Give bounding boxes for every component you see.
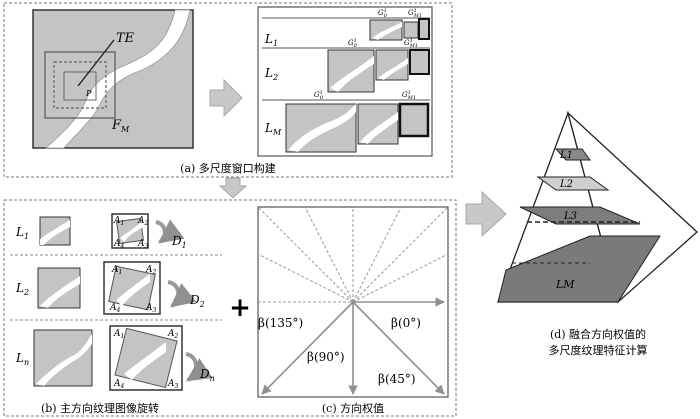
direction-arrow-45 [352, 301, 445, 395]
level-l2 [536, 176, 610, 191]
svg-text:A1: A1 [111, 265, 122, 276]
rotation-row-2: L2 A1 A2 A3 A4 D2 [15, 261, 205, 315]
svg-text:LM: LM [264, 121, 282, 137]
svg-text:A1: A1 [113, 329, 124, 340]
level-lm [497, 235, 661, 303]
window-medium [53, 61, 107, 109]
svg-text:A4: A4 [109, 303, 121, 314]
te-label: TE [116, 31, 135, 46]
direction-arrow-135 [261, 301, 354, 395]
svg-text:Dn: Dn [199, 367, 215, 383]
svg-text:D2: D2 [189, 293, 205, 309]
fm-label: F [111, 118, 122, 133]
panel-c: β(135°) β(0°) β(90°) β(45°) (c) 方向权值 [257, 206, 449, 415]
panel-b: L1 A1 A2 A3 A4 D1 L2 A1 [10, 213, 222, 415]
weight-45: β(45°) [378, 372, 416, 386]
svg-text:FM: FM [111, 118, 130, 134]
map-image: TE P FM [32, 9, 194, 149]
svg-text:A2: A2 [137, 216, 149, 227]
svg-text:L2: L2 [264, 66, 278, 82]
svg-text:L1: L1 [15, 225, 29, 241]
svg-text:A2: A2 [145, 265, 157, 276]
caption-a: (a) 多尺度窗口构建 [180, 161, 276, 175]
rotation-row-n: Ln A1 A2 A3 A4 Dn [15, 325, 215, 391]
weight-0: β(0°) [391, 316, 421, 330]
svg-text:A3: A3 [167, 379, 179, 390]
svg-text:A1: A1 [113, 216, 124, 227]
level-l3 [519, 206, 641, 225]
svg-text:D1: D1 [171, 234, 187, 250]
svg-text:L2: L2 [15, 281, 29, 297]
arrow-a-down [218, 177, 248, 199]
p-label: P [85, 89, 92, 98]
caption-d-line2: 多尺度纹理特征计算 [549, 343, 648, 357]
plus-sign: + [229, 293, 251, 323]
window-large [44, 51, 116, 119]
svg-text:A3: A3 [145, 303, 157, 314]
arrow-to-pyramid [465, 190, 507, 238]
svg-text:G10: G10 [378, 8, 388, 19]
svg-text:A4: A4 [113, 379, 125, 390]
svg-text:A3: A3 [137, 239, 149, 250]
pyramid-label-l2: L2 [559, 179, 573, 190]
panel-a-border [3, 2, 453, 178]
svg-text:Ln: Ln [15, 351, 29, 367]
pyramid-label-lm: LM [555, 278, 575, 291]
arrow-a-right [209, 78, 243, 118]
window-small [63, 71, 97, 101]
te-pointer [77, 39, 115, 87]
pyramid-label-l1: L1 [559, 150, 573, 161]
caption-d-line1: (d) 融合方向权值的 [550, 327, 646, 341]
svg-text:G10: G10 [348, 38, 358, 49]
panels-b-c: L1 A1 A2 A3 A4 D1 L2 A1 [3, 199, 457, 417]
svg-text:A4: A4 [113, 239, 125, 250]
fm-sub: M [120, 125, 130, 134]
caption-b: (b) 主方向纹理图像旋转 [41, 401, 159, 415]
svg-text:A2: A2 [167, 329, 179, 340]
rotation-row-1: L1 A1 A2 A3 A4 D1 [15, 213, 187, 250]
weight-90: β(90°) [307, 350, 345, 364]
caption-c: (c) 方向权值 [322, 401, 384, 415]
svg-text:L1: L1 [264, 32, 278, 48]
panel-bc-border [3, 199, 457, 417]
panel-d: L1 L2 L3 LM (d) 融合方向权值的 多尺度纹理特征计算 [497, 110, 698, 357]
level-l1 [554, 148, 591, 161]
svg-text:G10: G10 [314, 90, 324, 101]
weight-135: β(135°) [258, 316, 303, 330]
pyramid-label-l3: L3 [563, 211, 577, 222]
